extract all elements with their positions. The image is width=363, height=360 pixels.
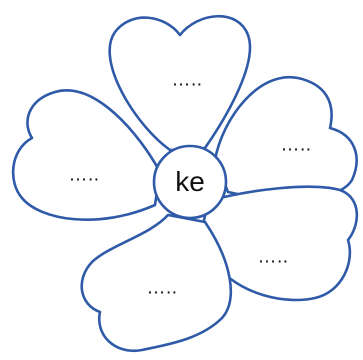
petal-top-blank: ….. xyxy=(171,71,202,90)
petal-right-blank: ….. xyxy=(280,136,311,155)
petal-bottom-blank: ….. xyxy=(146,279,177,298)
petal-left-blank: ….. xyxy=(68,166,99,185)
petal-bottom-right-blank: ….. xyxy=(257,248,288,267)
center-syllable: ke xyxy=(175,168,205,196)
